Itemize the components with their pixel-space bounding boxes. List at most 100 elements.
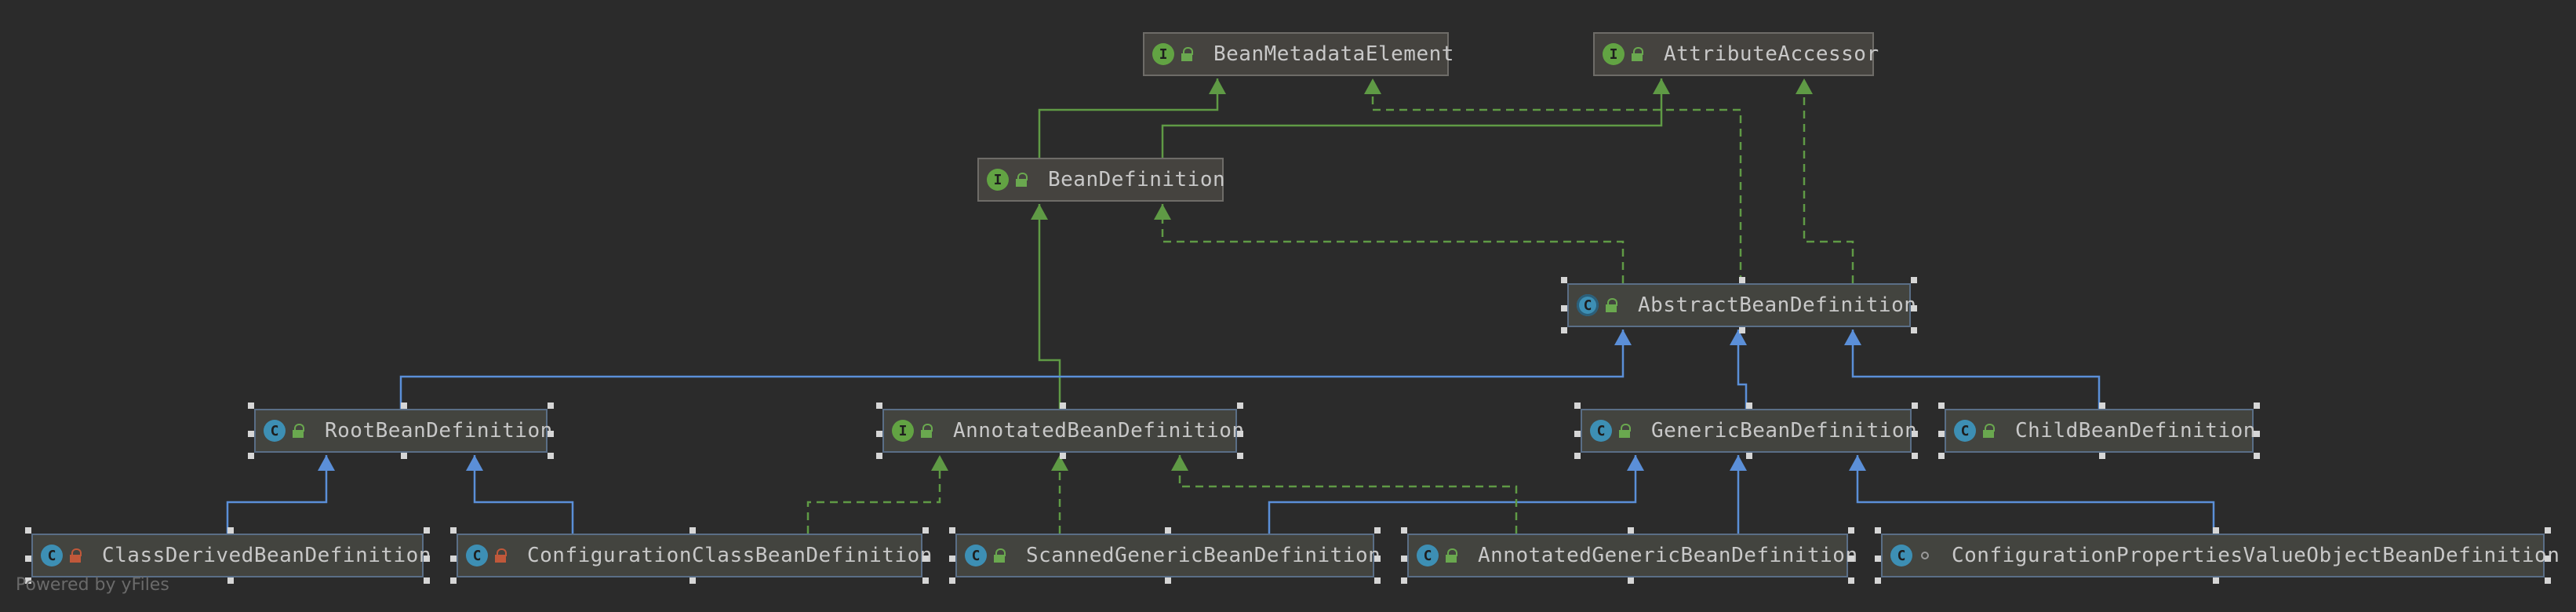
- edge-extends-cpvobd-to-gbd[interactable]: [1849, 455, 2215, 534]
- resize-handle[interactable]: [248, 403, 254, 409]
- resize-handle[interactable]: [1875, 556, 1881, 562]
- edge-extends-interface-bd-to-aa[interactable]: [1161, 78, 1670, 158]
- resize-handle[interactable]: [1374, 577, 1381, 584]
- resize-handle[interactable]: [548, 453, 554, 459]
- resize-handle[interactable]: [2545, 556, 2551, 562]
- resize-handle[interactable]: [424, 556, 430, 562]
- resize-handle[interactable]: [1561, 327, 1567, 333]
- resize-handle[interactable]: [25, 577, 31, 584]
- resize-handle[interactable]: [1060, 453, 1066, 459]
- resize-handle[interactable]: [1746, 453, 1752, 459]
- edge-extends-sgbd-to-gbd[interactable]: [1268, 455, 1644, 534]
- resize-handle[interactable]: [1875, 577, 1881, 584]
- resize-handle[interactable]: [424, 577, 430, 584]
- resize-handle[interactable]: [876, 431, 882, 437]
- resize-handle[interactable]: [1574, 403, 1581, 409]
- resize-handle[interactable]: [450, 577, 457, 584]
- resize-handle[interactable]: [1374, 527, 1381, 534]
- edge-implements-ccbd-to-anbd[interactable]: [806, 455, 948, 534]
- resize-handle[interactable]: [1574, 453, 1581, 459]
- resize-handle[interactable]: [1848, 556, 1854, 562]
- resize-handle[interactable]: [2254, 403, 2260, 409]
- resize-handle[interactable]: [1912, 403, 1918, 409]
- edge-extends-cbd-to-abd[interactable]: [1844, 330, 2101, 409]
- resize-handle[interactable]: [1938, 403, 1945, 409]
- resize-handle[interactable]: [1875, 527, 1881, 534]
- resize-handle[interactable]: [922, 527, 929, 534]
- edge-implements-agbd-to-anbd[interactable]: [1171, 455, 1518, 534]
- resize-handle[interactable]: [1912, 431, 1918, 437]
- resize-handle[interactable]: [1938, 453, 1945, 459]
- resize-handle[interactable]: [1401, 527, 1407, 534]
- resize-handle[interactable]: [1911, 277, 1917, 283]
- resize-handle[interactable]: [2213, 577, 2219, 584]
- edge-extends-interface-bd-to-bme[interactable]: [1038, 78, 1226, 158]
- resize-handle[interactable]: [548, 431, 554, 437]
- resize-handle[interactable]: [876, 453, 882, 459]
- resize-handle[interactable]: [1746, 403, 1752, 409]
- edge-extends-ccbd-to-rbd[interactable]: [466, 455, 574, 534]
- resize-handle[interactable]: [248, 431, 254, 437]
- resize-handle[interactable]: [1561, 305, 1567, 311]
- resize-handle[interactable]: [1237, 403, 1243, 409]
- resize-handle[interactable]: [450, 527, 457, 534]
- edge-implements-abd-to-bme[interactable]: [1364, 78, 1742, 283]
- resize-handle[interactable]: [1165, 577, 1171, 584]
- resize-handle[interactable]: [548, 403, 554, 409]
- edge-implements-abd-to-aa[interactable]: [1796, 78, 1854, 283]
- resize-handle[interactable]: [1237, 431, 1243, 437]
- resize-handle[interactable]: [949, 577, 955, 584]
- resize-handle[interactable]: [2254, 453, 2260, 459]
- resize-handle[interactable]: [1739, 327, 1745, 333]
- resize-handle[interactable]: [1628, 527, 1634, 534]
- resize-handle[interactable]: [1374, 556, 1381, 562]
- resize-handle[interactable]: [1912, 453, 1918, 459]
- resize-handle[interactable]: [876, 403, 882, 409]
- resize-handle[interactable]: [2545, 527, 2551, 534]
- edge-extends-rbd-to-abd[interactable]: [399, 330, 1632, 409]
- resize-handle[interactable]: [922, 556, 929, 562]
- resize-handle[interactable]: [689, 527, 696, 534]
- resize-handle[interactable]: [949, 556, 955, 562]
- resize-handle[interactable]: [1628, 577, 1634, 584]
- resize-handle[interactable]: [227, 527, 234, 534]
- resize-handle[interactable]: [401, 453, 407, 459]
- resize-handle[interactable]: [1165, 527, 1171, 534]
- resize-handle[interactable]: [1739, 277, 1745, 283]
- resize-handle[interactable]: [1938, 431, 1945, 437]
- resize-handle[interactable]: [949, 527, 955, 534]
- resize-handle[interactable]: [1911, 305, 1917, 311]
- edge-extends-cdbd-to-rbd[interactable]: [226, 455, 335, 534]
- edge-extends-gbd-to-abd[interactable]: [1730, 330, 1748, 409]
- resize-handle[interactable]: [2545, 577, 2551, 584]
- resize-handle[interactable]: [1401, 577, 1407, 584]
- resize-handle[interactable]: [1848, 577, 1854, 584]
- resize-handle[interactable]: [450, 556, 457, 562]
- resize-handle[interactable]: [401, 403, 407, 409]
- resize-handle[interactable]: [2099, 453, 2105, 459]
- resize-handle[interactable]: [25, 527, 31, 534]
- resize-handle[interactable]: [248, 453, 254, 459]
- resize-handle[interactable]: [1401, 556, 1407, 562]
- edge-extends-agbd-to-gbd[interactable]: [1730, 455, 1747, 534]
- resize-handle[interactable]: [922, 577, 929, 584]
- resize-handle[interactable]: [1060, 403, 1066, 409]
- resize-handle[interactable]: [689, 577, 696, 584]
- resize-handle[interactable]: [424, 527, 430, 534]
- resize-handle[interactable]: [1911, 327, 1917, 333]
- resize-handle[interactable]: [227, 577, 234, 584]
- resize-handle[interactable]: [1561, 277, 1567, 283]
